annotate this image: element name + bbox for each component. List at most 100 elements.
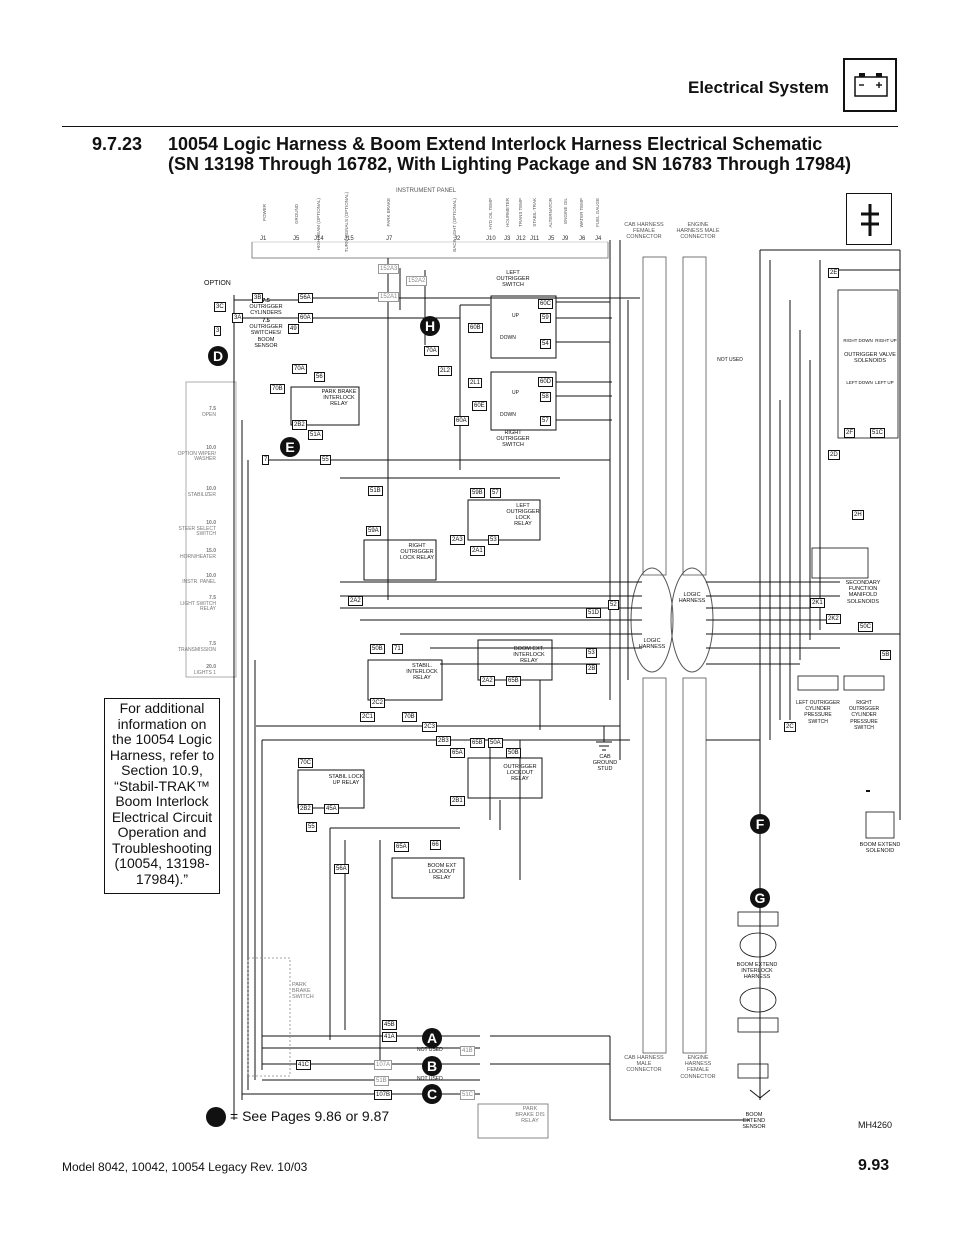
- boom-ext-interlock-relay-label: BOOM EXT. INTERLOCK RELAY: [513, 646, 545, 664]
- wire-tag: 107B: [374, 1090, 393, 1100]
- connector-label: J14: [314, 236, 324, 242]
- wire-tag: 152A2: [406, 276, 428, 286]
- wire-tag: 53: [586, 648, 597, 658]
- option-label: OPTION: [204, 280, 231, 287]
- gauge-label: TURN SIGNALS (OPTIONAL): [344, 192, 349, 253]
- boom-ext-lockout-relay-label: BOOM EXT LOCKOUT RELAY: [427, 863, 457, 881]
- wire-tag: 51C: [460, 1090, 476, 1100]
- wire-tag: 65B: [470, 738, 485, 748]
- wire-tag: 41B: [460, 1046, 475, 1056]
- wire-tag: 55: [306, 822, 317, 832]
- dagger-icon: [846, 193, 892, 245]
- connector-label: J15: [344, 236, 354, 242]
- wire-tag: 7: [262, 455, 270, 465]
- right-outrigger-switch-label: RIGHT OUTRIGGER SWITCH: [496, 430, 530, 448]
- park-brake-interlock-relay-label: PARK BRAKE INTERLOCK RELAY: [321, 389, 357, 407]
- wire-tag: 41C: [296, 1060, 312, 1070]
- wire-tag: 65B: [506, 676, 521, 686]
- wire-tag: 2L2: [438, 366, 453, 376]
- wire-tag: 2B2: [292, 420, 307, 430]
- stabil-lock-up-relay-label: STABIL LOCK UP RELAY: [328, 774, 364, 786]
- up-label: UP: [512, 313, 519, 319]
- wire-tag: 3A: [232, 313, 244, 323]
- park-brake-switch-label: PARK BRAKE SWITCH: [292, 982, 314, 1001]
- wire-tag: 51B: [368, 486, 383, 496]
- wire-tag: 60C: [538, 299, 554, 309]
- wire-tag: 2K1: [810, 598, 825, 608]
- wire-tag: 71: [392, 644, 403, 654]
- gauge-label: ALTERNATOR: [548, 198, 553, 228]
- section-title-line1: 10054 Logic Harness & Boom Extend Interl…: [168, 134, 823, 154]
- cab-female-connector-label: CAB HARNESS FEMALE CONNECTOR: [624, 222, 664, 241]
- page-number: 9.93: [858, 1157, 890, 1174]
- connector-label: J2: [454, 236, 461, 242]
- wire-tag: 5B: [880, 650, 892, 660]
- wire-tag: 66: [430, 840, 441, 850]
- wire-tag: 2C1: [360, 712, 376, 722]
- wire-tag: 51D: [586, 608, 602, 618]
- wire-tag: 45B: [382, 1020, 397, 1030]
- callout-a: A: [422, 1028, 442, 1048]
- wire-tag: 59A: [366, 526, 381, 536]
- right-pressure-switch-label: RIGHT OUTRIGGER CYLINDER PRESSURE SWITCH: [848, 700, 880, 731]
- wire-tag: 55: [320, 455, 331, 465]
- callout-g: G: [750, 888, 770, 908]
- wire-tag: 56: [314, 372, 325, 382]
- wire-tag: [866, 790, 870, 792]
- wire-tag: 65A: [394, 842, 409, 852]
- wire-tag: 3: [214, 326, 222, 336]
- instrument-panel-label: INSTRUMENT PANEL: [396, 188, 457, 194]
- wire-tag: 2B3: [436, 736, 451, 746]
- gauge-label: POWER: [262, 204, 267, 222]
- wire-tag: 2H: [852, 510, 864, 520]
- connector-label: J7: [386, 236, 393, 242]
- wire-tag: 2B2: [298, 804, 313, 814]
- wire-tag: 50B: [370, 644, 385, 654]
- outrigger-lockout-relay-label: OUTRIGGER LOCKOUT RELAY: [503, 764, 537, 782]
- right-down-label: RIGHT DOWN RIGHT UP: [843, 338, 897, 343]
- wire-tag: 2C: [784, 722, 796, 732]
- wire-tag: 107A: [374, 1060, 393, 1070]
- cab-ground-stud-label: CAB GROUND STUD: [592, 754, 618, 773]
- wire-tag: 59B: [470, 488, 485, 498]
- engine-male-connector-label: ENGINE HARNESS MALE CONNECTOR: [676, 222, 720, 241]
- wire-tag: 3B: [252, 293, 264, 303]
- wire-tag: 2A2: [348, 596, 363, 606]
- wire-tag: 2E: [828, 268, 840, 278]
- not-used-b-label: NOT USED: [417, 1076, 443, 1082]
- wire-tag: 2C2: [370, 698, 386, 708]
- wire-tag: 3C: [214, 302, 226, 312]
- down-label: DOWN: [500, 335, 516, 341]
- wire-tag: 51C: [870, 428, 886, 438]
- wire-tag: 50B: [506, 748, 521, 758]
- wire-tag: 2B1: [450, 796, 465, 806]
- gauge-label: STABIL-TRAK: [532, 198, 537, 227]
- callout-d: D: [208, 346, 228, 366]
- wire-tag: 152A3: [378, 264, 400, 274]
- connector-label: J11: [530, 236, 540, 242]
- figure-code: MH4260: [858, 1120, 893, 1130]
- wire-tag: 70C: [298, 758, 314, 768]
- boom-extend-harness-label: BOOM EXTEND INTERLOCK HARNESS: [736, 962, 778, 981]
- gauge-label: HYD OIL TEMP: [488, 198, 493, 230]
- wire-tag: 152A1: [378, 292, 400, 302]
- wire-tag: 59: [540, 313, 551, 323]
- logic-harness-label: LOGIC HARNESS: [678, 592, 706, 605]
- connector-label: J1: [260, 236, 267, 242]
- connector-label: J4: [595, 236, 602, 242]
- wire-tag: 70A: [424, 346, 439, 356]
- connector-label: J9: [562, 236, 569, 242]
- wire-tag: 2A2: [480, 676, 495, 686]
- wire-tag: 2B: [586, 664, 598, 674]
- legend-text: = See Pages 9.86 or 9.87: [230, 1108, 390, 1124]
- park-brake-dis-relay-label: PARK BRAKE DIS RELAY: [515, 1106, 545, 1124]
- gauge-label: FUEL GAUGE: [595, 198, 600, 227]
- callout-c: C: [422, 1084, 442, 1104]
